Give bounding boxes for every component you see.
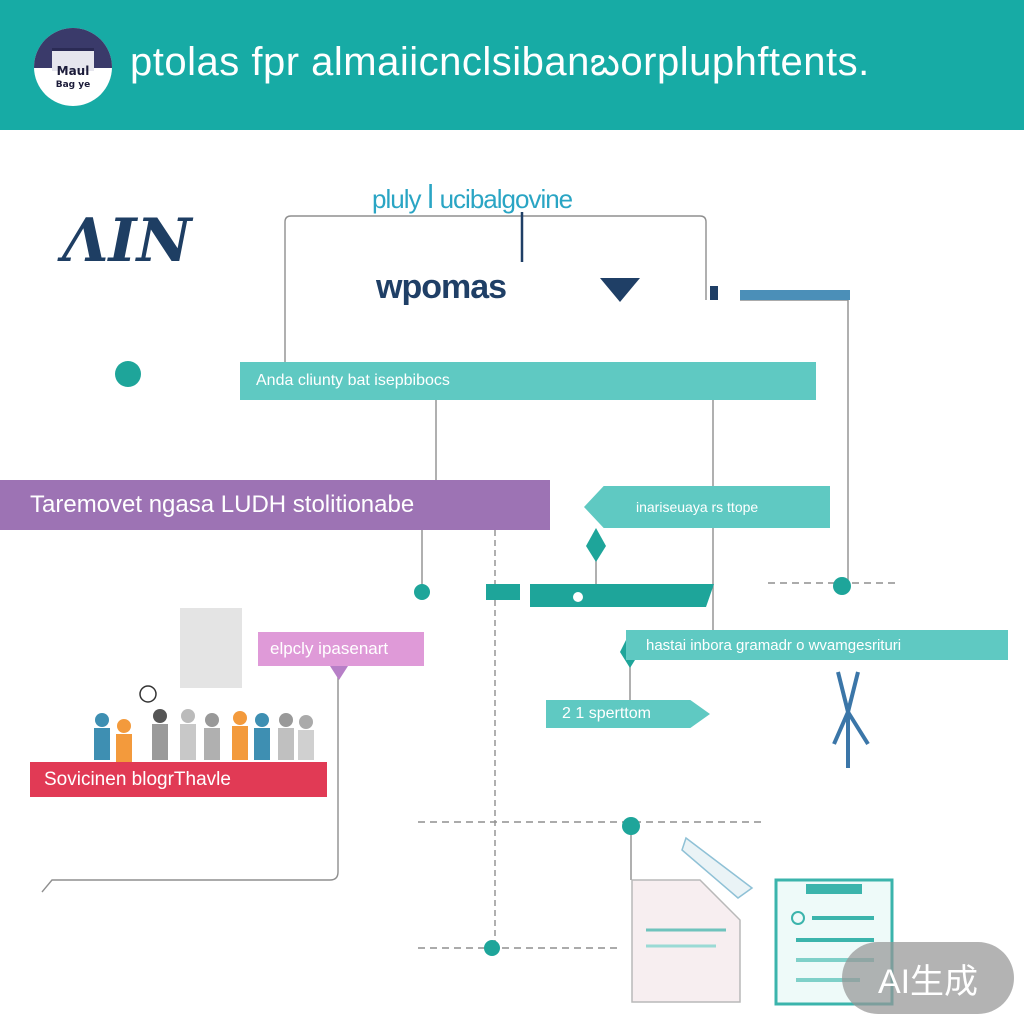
pink-pointer <box>330 666 348 680</box>
document-icon <box>631 836 754 1003</box>
page-title: ptolas fpr almaiicnclsibanబorpluphftents… <box>130 40 870 84</box>
people-group-icon <box>94 608 314 762</box>
bar-5-label: 2 1 sperttom <box>562 705 651 722</box>
right-blue-dash <box>740 290 850 300</box>
dot-bottom-connector <box>484 940 500 956</box>
spine-marker <box>486 584 520 600</box>
ai-generated-badge: AI生成 <box>842 942 1014 1014</box>
bar-3-label: inariseuaya rs ttope <box>636 499 759 515</box>
teal-arrow-hole <box>573 592 583 602</box>
logo-text-line1: Maul <box>56 64 90 78</box>
bar-1: Anda cliunty bat isepbibocs <box>240 362 816 400</box>
star-icon <box>832 671 870 768</box>
right-blue-tick <box>710 286 718 300</box>
dot-right <box>833 577 851 595</box>
logo-text-line2: Bag ye <box>55 80 91 90</box>
bar-2-label: Taremovet ngasa LUDH stolitionabe <box>30 491 415 518</box>
pink-label: elpcly ipasenart <box>270 639 389 658</box>
bar-1-label: Anda cliunty bat isepbibocs <box>256 372 450 389</box>
diamond-bar3 <box>586 528 606 562</box>
logo: Maul Bag ye <box>34 28 112 106</box>
pink-label-box: elpcly ipasenart <box>258 632 424 666</box>
dot-left <box>115 361 141 387</box>
red-label: Sovicinen blogrThavle <box>44 768 231 790</box>
top-bracket-line <box>284 215 707 362</box>
bar-5: 2 1 sperttom <box>546 700 710 728</box>
bar-4-label: hastai inbora gramadr o wvamgesrituri <box>646 636 902 654</box>
dot-purple-drop <box>414 584 430 600</box>
pink-return-line <box>41 668 339 893</box>
mid-label: wpomas <box>376 268 507 306</box>
building-icon <box>52 48 94 71</box>
header-bar: Maul Bag ye ptolas fpr almaiicnclsibanబo… <box>0 0 1024 130</box>
top-label: pluly ꟾ ucibalgovine <box>372 184 573 214</box>
wpomas-arrow-head <box>600 278 640 302</box>
bar-3: inariseuaya rs ttope <box>584 486 830 528</box>
bar-2: Taremovet ngasa LUDH stolitionabe <box>0 480 550 530</box>
bar-4: hastai inbora gramadr o wvamgesrituri <box>626 630 1008 660</box>
corner-mark: ΛΙΝ <box>62 206 192 276</box>
dot-lower-connector <box>622 817 640 835</box>
teal-arrow-shape <box>530 584 714 607</box>
red-label-box: Sovicinen blogrThavle <box>30 762 327 797</box>
